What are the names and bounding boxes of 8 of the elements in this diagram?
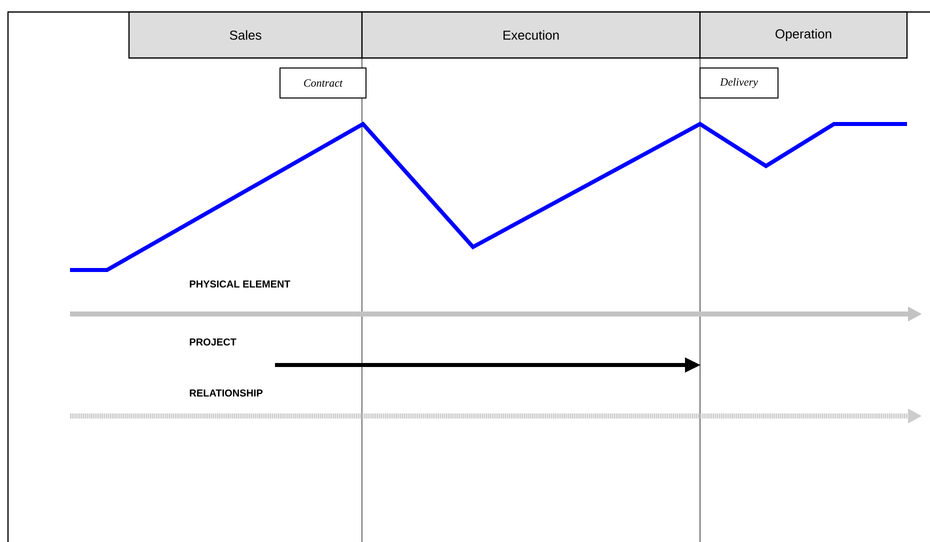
track-label: PHYSICAL ELEMENT xyxy=(190,280,290,288)
phase-header: Operation xyxy=(699,11,908,59)
track-label: RELATIONSHIP xyxy=(190,389,263,397)
milestone-box: Delivery xyxy=(700,68,778,98)
phase-header: Sales xyxy=(128,11,363,59)
track-label: PROJECT xyxy=(190,338,236,346)
milestone-box: Contract xyxy=(280,68,366,98)
phase-header: Execution xyxy=(361,11,701,59)
